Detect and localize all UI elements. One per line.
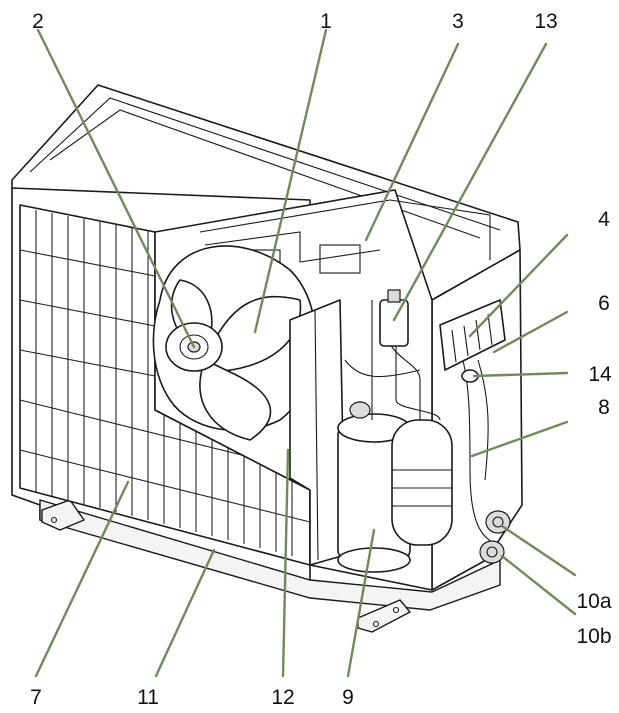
callout-label-6: 6 (598, 292, 610, 315)
leader-1 (253, 28, 328, 334)
leader-lines (34, 28, 577, 678)
leader-4 (468, 233, 569, 338)
leader-7 (34, 480, 130, 678)
callout-label-10a: 10a (576, 590, 611, 613)
callout-label-9: 9 (342, 686, 354, 709)
leader-13 (392, 42, 548, 322)
leader-11 (154, 548, 216, 678)
fan-blade-lower (199, 359, 272, 441)
fan-blade (204, 295, 302, 373)
leader-9 (346, 528, 376, 678)
leader-10b (500, 554, 577, 616)
accumulator (391, 419, 453, 546)
right-housing (431, 249, 523, 591)
callout-label-12: 12 (271, 686, 294, 709)
callout-labels: 1 2 3 13 4 6 14 8 10a 10b 7 11 12 9 (30, 10, 612, 709)
leader-8 (470, 420, 569, 458)
callout-label-3: 3 (452, 10, 464, 33)
callout-label-14: 14 (588, 363, 612, 386)
leader-10a (500, 524, 577, 577)
expansion-valve (379, 289, 409, 347)
leader-3 (364, 42, 460, 242)
leader-6 (492, 310, 569, 354)
callout-label-11: 11 (137, 686, 159, 709)
leader-14 (472, 371, 569, 378)
callout-label-7: 7 (30, 686, 42, 709)
rear-grille (19, 204, 311, 566)
leader-2 (36, 28, 196, 349)
callout-label-2: 2 (32, 10, 44, 33)
leader-12 (281, 448, 290, 678)
callout-label-13: 13 (534, 10, 557, 33)
callout-label-4: 4 (598, 208, 610, 231)
callout-label-1: 1 (320, 10, 332, 33)
callout-label-8: 8 (598, 396, 610, 419)
separator-plate (289, 299, 346, 566)
base-pan (39, 499, 501, 611)
callout-label-10b: 10b (576, 625, 611, 648)
service-valves (479, 510, 511, 564)
